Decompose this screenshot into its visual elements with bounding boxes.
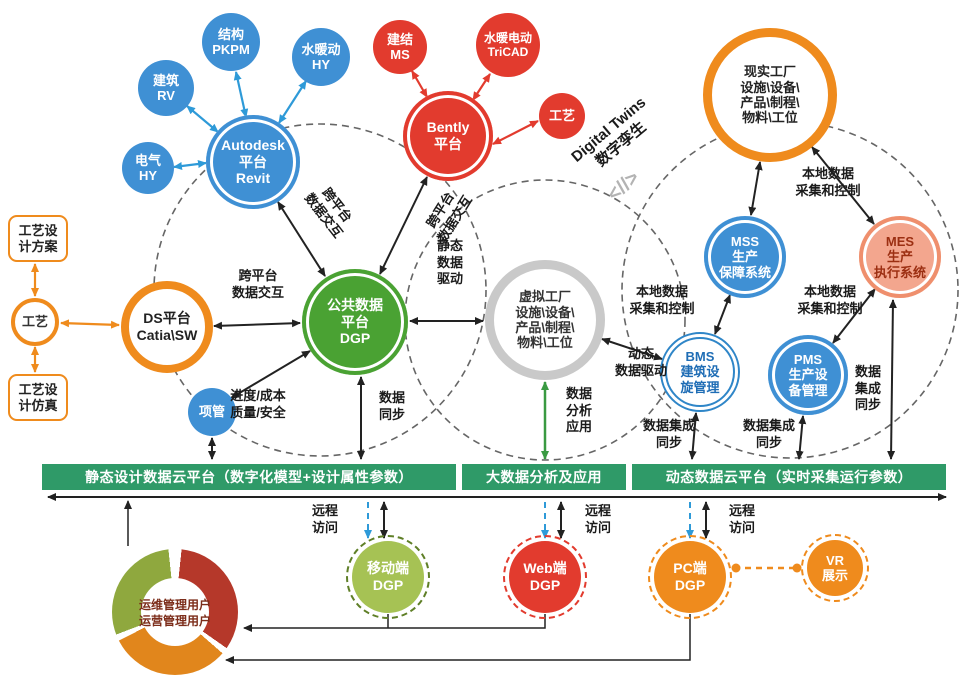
node-virtual-factory: 虚拟工厂 设施\设备\ 产品\制程\ 物料\工位 bbox=[485, 260, 605, 380]
banner-bigdata-analysis: 大数据分析及应用 bbox=[462, 464, 626, 490]
label-local-data-right: 本地数据 采集和控制 bbox=[797, 284, 863, 316]
label-remote-access-mobile: 远程 访问 bbox=[311, 503, 338, 535]
donut-label-ops-user: 运维管理用户 bbox=[138, 598, 211, 612]
bently-red-arrows bbox=[411, 70, 539, 145]
node-project-management: 项管 bbox=[188, 388, 236, 436]
label-remote-access-pc: 远程 访问 bbox=[728, 503, 755, 535]
node-hvac-hy: 水暖动 HY bbox=[292, 28, 350, 86]
node-bently-platform: Bently 平台 bbox=[403, 91, 493, 181]
label-data-integration-sync-pms: 数据集成 同步 bbox=[742, 418, 795, 450]
remote-access-dashed-arrows bbox=[364, 502, 694, 539]
node-mes: MES 生产 执行系统 bbox=[859, 216, 941, 298]
label-data-integration-sync-mes: 数据 集成 同步 bbox=[854, 364, 881, 413]
node-process-design-simulation: 工艺设 计仿真 bbox=[8, 374, 68, 421]
label-remote-access-web: 远程 访问 bbox=[584, 503, 611, 535]
node-dgp-common-data-platform: 公共数据 平台 DGP bbox=[302, 269, 408, 375]
donut-label-mgmt-user: 运营管理用户 bbox=[138, 614, 211, 628]
node-process-red: 工艺 bbox=[539, 93, 585, 139]
label-progress-cost-quality-safety: 进度/成本 质量/安全 bbox=[230, 388, 286, 420]
node-process-design-plan: 工艺设 计方案 bbox=[8, 215, 68, 262]
node-electric-hy: 电气 HY bbox=[122, 142, 174, 194]
node-process: 工艺 bbox=[11, 298, 59, 346]
label-static-data-drive: 静态 数据 驱动 bbox=[436, 238, 463, 287]
node-ms: 建结 MS bbox=[373, 20, 427, 74]
node-ds-catia: DS平台 Catia\SW bbox=[121, 281, 213, 373]
node-autodesk-revit: Autodesk 平台 Revit bbox=[206, 115, 300, 209]
banner-static-design-cloud: 静态设计数据云平台（数字化模型+设计属性参数） bbox=[42, 464, 456, 490]
label-data-analysis-app: 数据 分析 应用 bbox=[565, 386, 592, 435]
banner-dynamic-data-cloud: 动态数据云平台（实时采集运行参数） bbox=[632, 464, 946, 490]
process-orange-arrows bbox=[31, 263, 120, 373]
node-pc-dgp: PC端 DGP bbox=[648, 535, 732, 619]
node-structure-pkpm: 结构 PKPM bbox=[202, 13, 260, 71]
node-building-rv: 建筑 RV bbox=[138, 60, 194, 116]
node-mobile-dgp: 移动端 DGP bbox=[346, 535, 430, 619]
label-dynamic-data-drive: 动态 数据驱动 bbox=[614, 346, 667, 378]
main-black-arrows bbox=[47, 146, 947, 539]
node-tricad: 水暖电动 TriCAD bbox=[476, 13, 540, 77]
label-data-sync-dgp: 数据 同步 bbox=[378, 390, 405, 422]
node-web-dgp: Web端 DGP bbox=[503, 535, 587, 619]
label-cross-platform-ds: 跨平台 数据交互 bbox=[231, 268, 284, 300]
donut-hole bbox=[141, 578, 209, 646]
label-data-integration-sync-bms: 数据集成 同步 bbox=[642, 418, 695, 450]
node-bms: BMS 建筑设 旋管理 bbox=[660, 332, 740, 412]
label-local-data-left: 本地数据 采集和控制 bbox=[629, 284, 695, 316]
node-pms: PMS 生产设 备管理 bbox=[768, 335, 848, 415]
user-elbow-connectors bbox=[124, 500, 691, 664]
label-local-data-top: 本地数据 采集和控制 bbox=[795, 166, 861, 198]
node-real-factory: 现实工厂 设施\设备\ 产品\制程\ 物料\工位 bbox=[703, 28, 837, 162]
vr-dotted-link bbox=[731, 563, 802, 573]
node-mss: MSS 生产 保障系统 bbox=[704, 216, 786, 298]
user-role-donut-chart: 运维管理用户 运营管理用户 bbox=[112, 549, 238, 675]
cad-blue-arrows bbox=[173, 71, 307, 170]
node-vr-display: VR 展示 bbox=[801, 534, 869, 602]
